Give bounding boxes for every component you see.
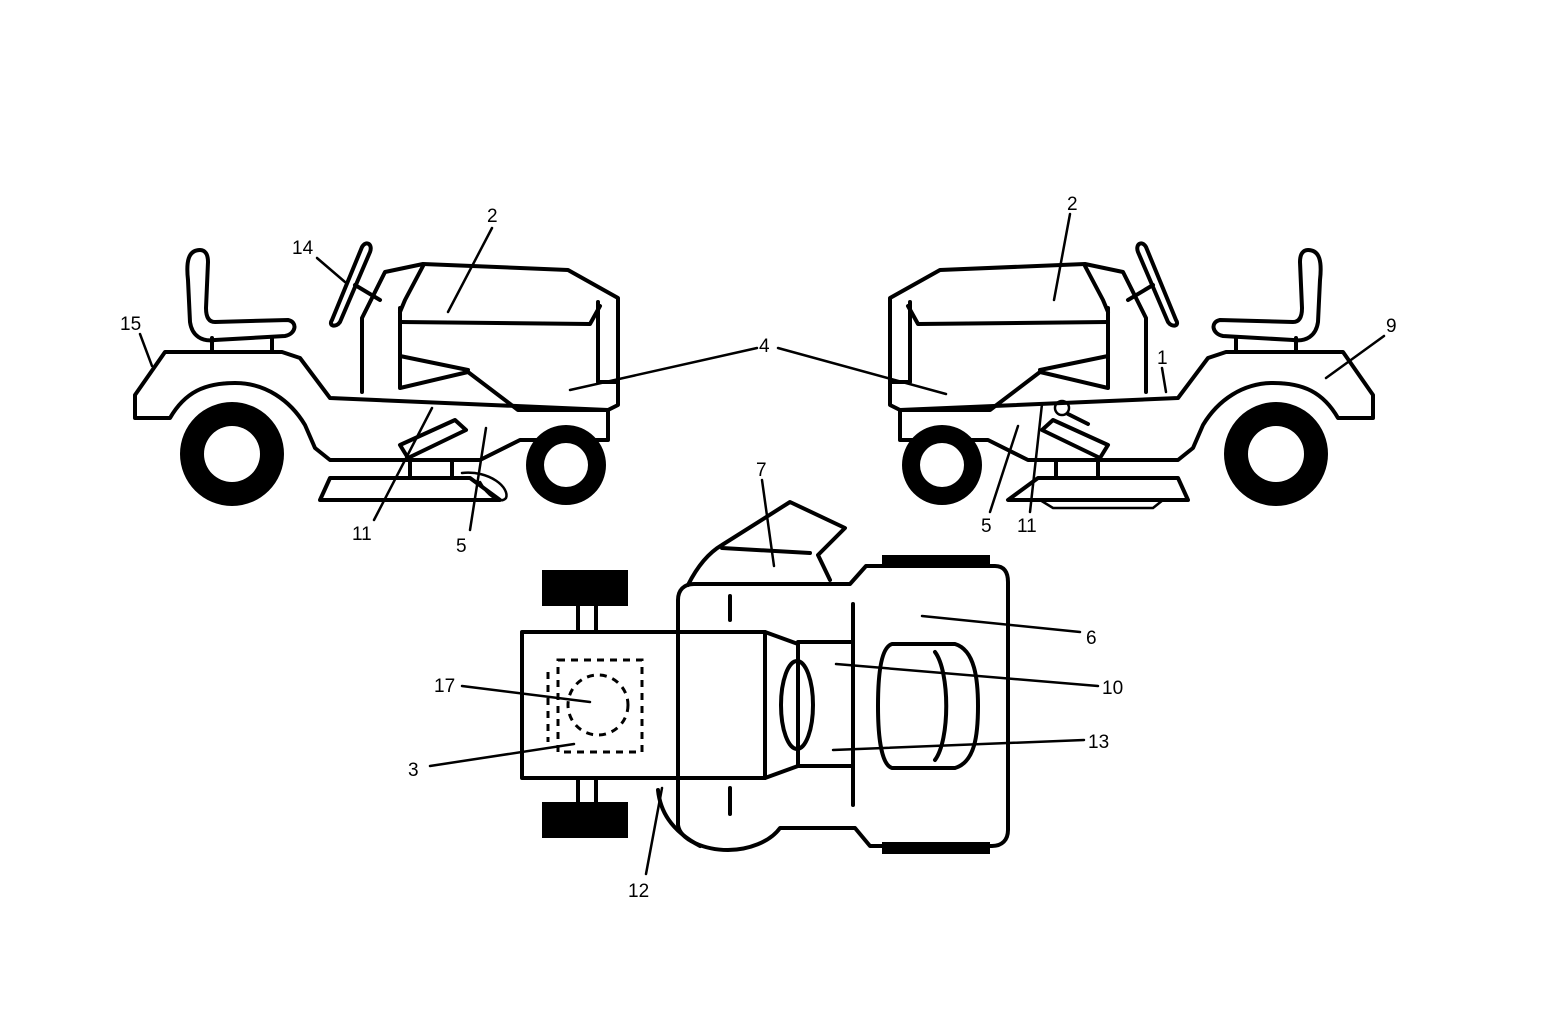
tractor-top-view	[520, 500, 1010, 854]
callout-center-4: 4	[759, 336, 770, 357]
callout-left-5: 5	[456, 536, 467, 557]
callout-labels: 2 14 15 11 5 4 2 1 9 5 11 7 6 10 13 17 3…	[120, 194, 1397, 902]
callout-right-5: 5	[981, 516, 992, 537]
callout-top-6: 6	[1086, 628, 1097, 649]
callout-right-9: 9	[1386, 316, 1397, 337]
leader-lines	[138, 212, 1386, 876]
callout-left-2: 2	[487, 206, 498, 227]
callout-right-1: 1	[1157, 348, 1168, 369]
callout-top-13: 13	[1088, 732, 1109, 753]
callout-right-2: 2	[1067, 194, 1078, 215]
callout-top-12: 12	[628, 881, 649, 902]
callout-top-17: 17	[434, 676, 455, 697]
callout-left-15: 15	[120, 314, 141, 335]
callout-top-7: 7	[756, 460, 767, 481]
callout-left-14: 14	[292, 238, 314, 259]
tractor-right-side-view	[888, 241, 1375, 510]
tractor-left-side-view	[133, 241, 620, 506]
callout-top-10: 10	[1102, 678, 1123, 699]
callout-left-11: 11	[352, 524, 372, 545]
callout-top-3: 3	[408, 760, 419, 781]
callout-right-11: 11	[1017, 516, 1037, 537]
